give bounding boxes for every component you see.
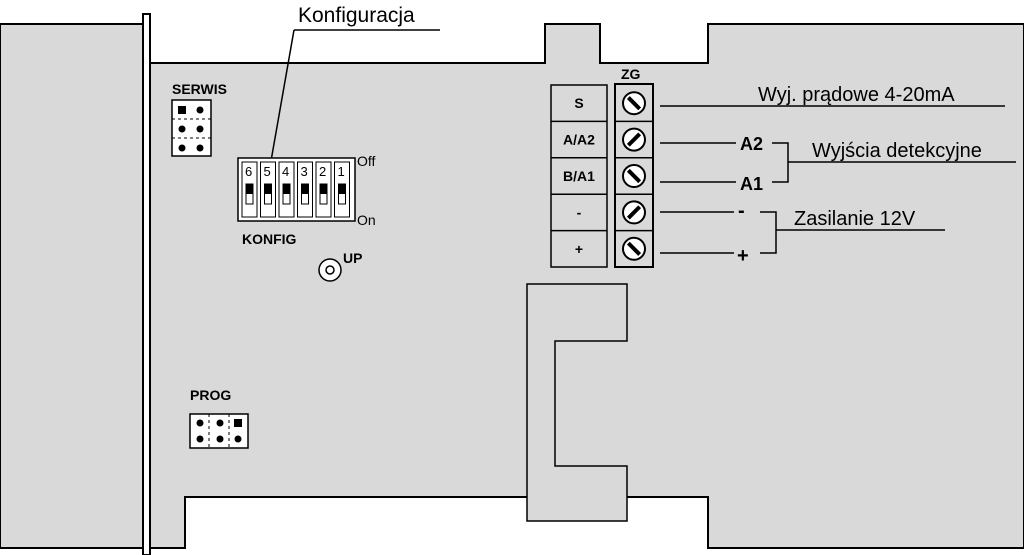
dip-switch-number: 5 xyxy=(264,164,271,179)
screw-icon xyxy=(615,229,653,261)
dip-on-label: On xyxy=(357,212,376,228)
minus-label: - xyxy=(738,200,745,222)
dip-switch-4[interactable]: 4 xyxy=(278,161,295,218)
dip-switch-5[interactable]: 5 xyxy=(260,161,276,218)
dip-switch-number: 2 xyxy=(319,164,326,179)
konfig-label: KONFIG xyxy=(242,231,297,247)
terminal-pin-label: A/A2 xyxy=(563,132,595,148)
dip-switch-1[interactable]: 1 xyxy=(334,161,350,218)
screw-icon xyxy=(615,193,653,225)
config-callout-label: Konfiguracja xyxy=(298,4,415,27)
terminal-pin-label: - xyxy=(577,204,582,220)
serwis-jumper xyxy=(171,99,212,157)
detection-outputs-label: Wyjścia detekcyjne xyxy=(812,140,982,162)
terminal-pin-label: S xyxy=(574,95,583,111)
housing-body xyxy=(0,23,144,549)
terminal-block-zg xyxy=(614,83,654,268)
prog-jumper xyxy=(189,413,249,449)
connector-cutout xyxy=(526,283,628,522)
plus-label: + xyxy=(737,245,749,267)
config-callout-leader xyxy=(267,29,295,179)
current-output-label: Wyj. prądowe 4-20mA xyxy=(758,84,955,106)
terminal-label-column: S A/A2B/A1 - + xyxy=(550,84,608,268)
zg-label: ZG xyxy=(621,66,641,82)
a2-label: A2 xyxy=(740,134,763,154)
up-button[interactable] xyxy=(318,258,342,282)
mounting-rail xyxy=(142,13,151,555)
terminal-pin-label: + xyxy=(575,241,583,257)
power-supply-label: Zasilanie 12V xyxy=(794,208,916,230)
dip-switch-number: 4 xyxy=(282,164,289,179)
up-label: UP xyxy=(343,250,362,266)
screw-icon xyxy=(615,120,653,152)
dip-switch-number: 1 xyxy=(338,164,345,179)
prog-label: PROG xyxy=(190,387,231,403)
dip-switch-6[interactable]: 6 xyxy=(241,161,258,218)
dip-off-label: Off xyxy=(357,153,376,169)
screw-icon xyxy=(615,157,653,188)
callout-lines xyxy=(660,105,1016,254)
serwis-label: SERWIS xyxy=(172,81,227,97)
terminal-pin-label: B/A1 xyxy=(563,168,595,184)
dip-switch-2[interactable]: 2 xyxy=(315,161,332,218)
screw-icon xyxy=(622,91,646,116)
a1-label: A1 xyxy=(740,174,763,194)
dip-switch-number: 3 xyxy=(301,164,308,179)
dip-switch-number: 6 xyxy=(245,164,252,179)
dip-switch-3[interactable]: 3 xyxy=(297,161,313,218)
